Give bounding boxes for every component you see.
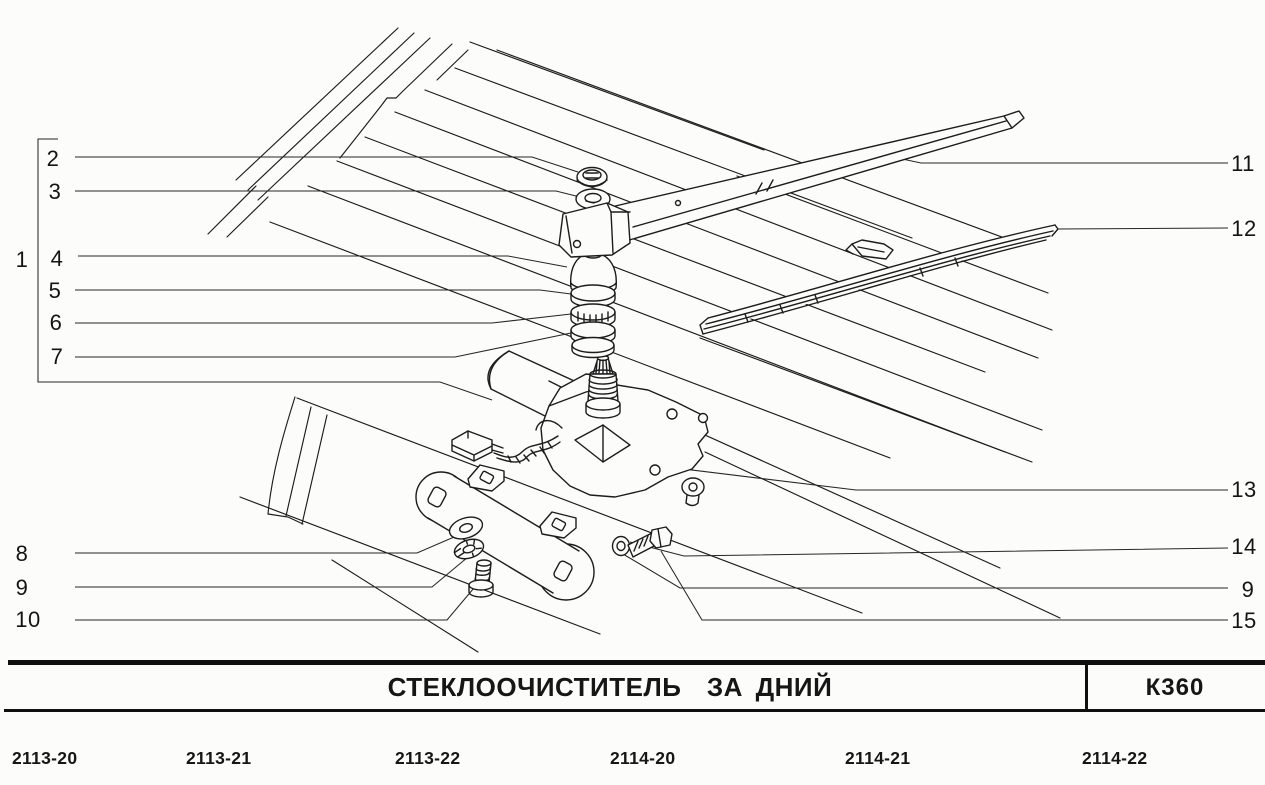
callout-4: 4 xyxy=(50,246,64,271)
motor-wires xyxy=(493,420,563,464)
callout-9-right: 9 xyxy=(1241,577,1255,602)
rear-wiper-assembly-drawing xyxy=(37,27,1229,653)
flat-washer-8 xyxy=(448,516,484,540)
callout-14: 14 xyxy=(1231,534,1257,559)
motor-shaft xyxy=(585,354,621,419)
bracket-leader-1 xyxy=(37,138,493,401)
callout-8: 8 xyxy=(15,541,29,566)
callout-2: 2 xyxy=(46,146,60,171)
leader-lines xyxy=(37,138,1229,621)
motor-connector xyxy=(451,430,504,462)
model-2113-21: 2113-21 xyxy=(186,748,252,768)
wiper-blade xyxy=(699,224,1059,335)
callout-7: 7 xyxy=(50,344,64,369)
callout-6: 6 xyxy=(49,310,63,335)
table-bottom-border xyxy=(4,709,1265,712)
callout-15: 15 xyxy=(1231,608,1257,633)
bracket-tab xyxy=(539,511,577,539)
arm-nut-2 xyxy=(576,166,608,188)
body-pillar-lines xyxy=(267,396,328,525)
callout-13: 13 xyxy=(1231,477,1257,502)
callout-10: 10 xyxy=(15,607,41,632)
washer-14 xyxy=(611,535,631,557)
wiper-motor xyxy=(451,350,709,507)
callout-1: 1 xyxy=(15,247,29,272)
callout-11: 11 xyxy=(1231,151,1255,176)
lock-washer-9 xyxy=(453,538,485,560)
bolt-15 xyxy=(627,526,673,558)
model-2114-20: 2114-20 xyxy=(610,748,676,768)
stud-10 xyxy=(468,559,494,598)
figure-title: СТЕКЛООЧИСТИТЕЛЬ ЗА ДНИЙ xyxy=(387,672,833,702)
hatch-frame-edge-lines xyxy=(207,27,469,238)
callout-12: 12 xyxy=(1231,216,1257,241)
table-divider xyxy=(1085,665,1088,710)
spacer-rings-5-6-7 xyxy=(570,284,616,359)
model-2113-22: 2113-22 xyxy=(395,748,461,768)
model-2113-20: 2113-20 xyxy=(12,748,78,768)
glass-hatch-lines xyxy=(239,41,1061,653)
wiper-arm xyxy=(558,110,1025,258)
callout-3: 3 xyxy=(48,179,62,204)
mounting-bracket xyxy=(415,464,595,601)
callout-9: 9 xyxy=(15,575,29,600)
callout-5: 5 xyxy=(48,278,62,303)
figure-code: К360 xyxy=(1145,674,1205,701)
table-top-border xyxy=(8,660,1265,665)
model-2114-21: 2114-21 xyxy=(845,748,911,768)
bracket-tab xyxy=(467,464,505,492)
model-2114-22: 2114-22 xyxy=(1082,748,1148,768)
